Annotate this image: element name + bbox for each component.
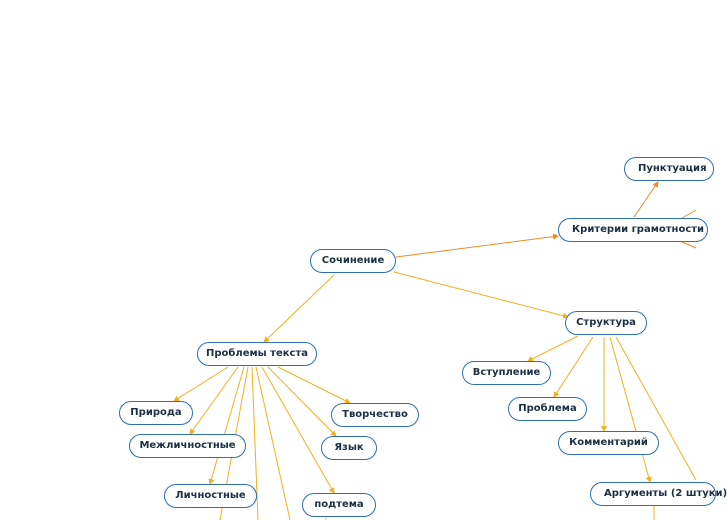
edge-kriterii-offscreen-down [681,241,697,249]
node-problemy-teksta[interactable]: Проблемы текста [197,342,317,366]
node-tvorchestvo[interactable]: Творчество [331,403,419,427]
node-vstuplenie[interactable]: Вступление [462,361,551,385]
edge-problemy-offscreen-2 [251,366,259,520]
node-kriterii-gramotnosti[interactable]: Критерии грамотности [558,218,708,242]
edge-problemy-tvorchestvo [277,366,351,404]
edge-kriterii-offscreen-up [681,209,697,219]
node-struktura[interactable]: Структура [565,311,647,335]
edge-problemy-offscreen-3 [255,366,291,520]
edge-struktura-problema [553,336,594,398]
edge-struktura-offscreen [615,336,697,481]
node-argumenty[interactable]: Аргументы (2 штуки) [590,482,727,506]
node-lichnostnye[interactable]: Личностные [164,484,257,508]
edge-problemy-podtema [261,366,335,494]
node-sochinenie[interactable]: Сочинение [310,249,396,273]
node-problema[interactable]: Проблема [508,397,587,421]
edge-sochinenie-problemy [263,274,335,343]
edge-sochinenie-struktura [393,271,569,319]
node-kommentariy[interactable]: Комментарий [558,431,659,455]
edge-problemy-lichnostnye [208,366,245,485]
edge-kriterii-punktuaciya [633,181,659,218]
edge-struktura-vstuplenie [527,335,579,362]
edge-struktura-argumenty [609,336,652,483]
node-podtema[interactable]: подтема [302,493,376,517]
edge-problemy-mezhlich [189,366,239,435]
node-priroda[interactable]: Природа [119,401,193,425]
edge-sochinenie-kriterii [395,233,559,258]
node-punktuaciya[interactable]: Пунктуация [624,157,714,181]
node-mezhlichnostnye[interactable]: Межличностные [129,434,246,458]
edge-problemy-yazyk [267,366,337,437]
node-yazyk[interactable]: Язык [321,436,377,460]
edge-problemy-priroda [173,366,229,402]
connector-layer [173,181,697,520]
mind-map-canvas: Сочинение Критерии грамотности Пунктуаци… [119,157,727,520]
